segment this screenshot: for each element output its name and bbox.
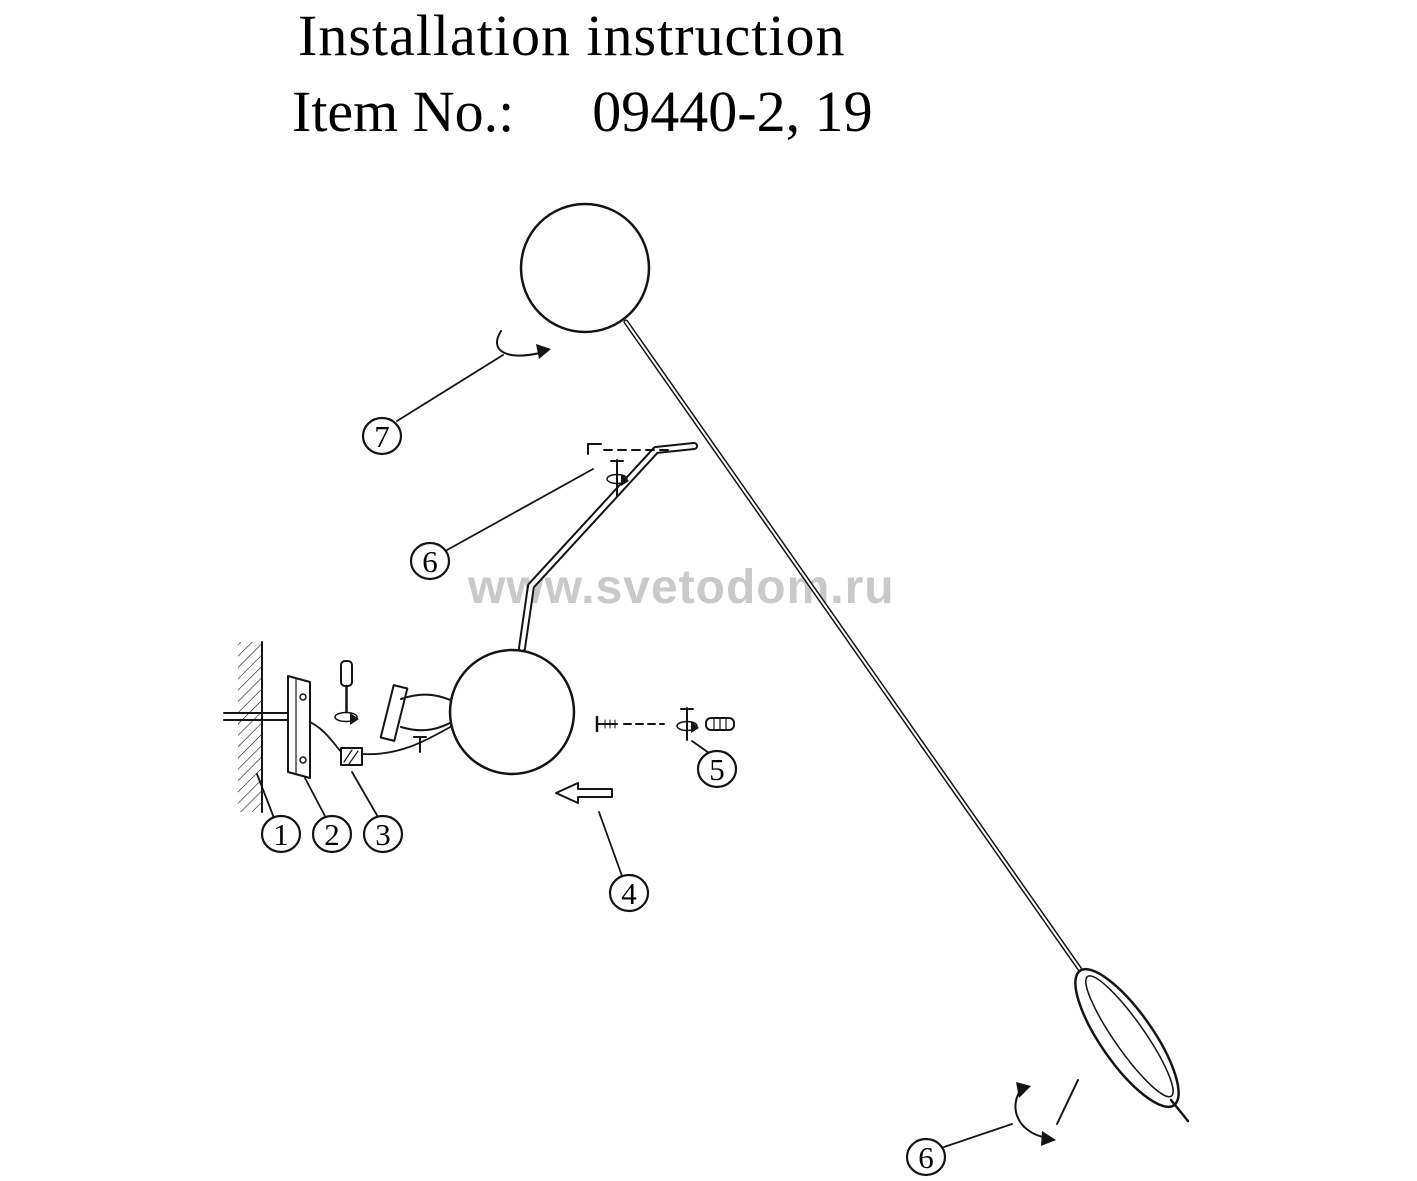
callout-4: 4 [608,873,650,913]
lamp-globe-small [448,648,576,776]
callout-6-upper: 6 [409,541,451,581]
callout-3: 3 [362,814,404,854]
corner-mark [587,443,602,455]
elbow-adjust-symbols [587,443,669,497]
callout-4-number: 4 [621,876,637,911]
callout-7: 7 [361,416,403,456]
rod-tip-and-rotation [1014,1079,1190,1146]
leader-2 [304,777,327,819]
rotation-arrow-top [496,330,551,359]
item-number-line: Item No.: 09440-2, 19 [292,78,873,145]
callout-5: 5 [696,749,738,789]
cord-line [1056,1079,1079,1125]
callout-badges: 1 2 3 4 5 6 6 [260,416,947,1177]
callout-6-lower-number: 6 [918,1140,934,1175]
support-rod [623,319,1155,1075]
screw-rotate-icon-2 [676,707,699,741]
callout-6-upper-number: 6 [422,544,438,579]
terminal-block-icon [340,747,363,766]
leader-6-upper [446,468,594,551]
item-number-label: Item No.: [292,79,515,144]
elbow-tube [518,442,698,652]
callout-1-number: 1 [273,817,289,852]
wall-section [238,641,263,813]
rotation-arrowhead-bottom-2 [1041,1131,1056,1146]
screw-rotate-icon [606,459,629,497]
arm-connector [379,684,458,753]
rotation-arrowhead [350,713,359,725]
lamp-globe-large [519,202,651,334]
item-number-value: 09440-2, 19 [592,79,873,144]
lamp-wire [361,725,453,756]
screw-icon [595,715,618,733]
screw-hardware-row [595,707,735,741]
leader-5 [691,740,710,754]
callout-leader-lines [256,354,1013,1148]
callout-6-lower: 6 [905,1137,947,1177]
rotation-ellipse-icon [334,711,358,723]
mounting-bracket [287,675,311,779]
wall-hatch [238,642,262,812]
callout-5-number: 5 [709,752,725,787]
leader-6-lower [943,1123,1013,1148]
rotation-arrowhead-bottom [1016,1082,1031,1098]
wall-anchor-icon [705,717,735,731]
leader-4 [598,811,623,877]
callout-3-number: 3 [375,817,391,852]
callout-7-number: 7 [374,419,390,454]
direction-arrow [555,782,613,804]
rod-tip-line [1169,1098,1190,1123]
leader-3 [351,771,379,818]
callout-1: 1 [260,814,302,854]
screw-icon-small [413,736,427,753]
callout-2: 2 [311,814,353,854]
leader-1 [256,773,275,819]
screwdriver-icon [334,660,359,725]
leader-7 [396,354,504,422]
base-disc [1074,967,1180,1109]
page-title: Installation instruction [298,3,846,68]
callout-2-number: 2 [324,817,340,852]
